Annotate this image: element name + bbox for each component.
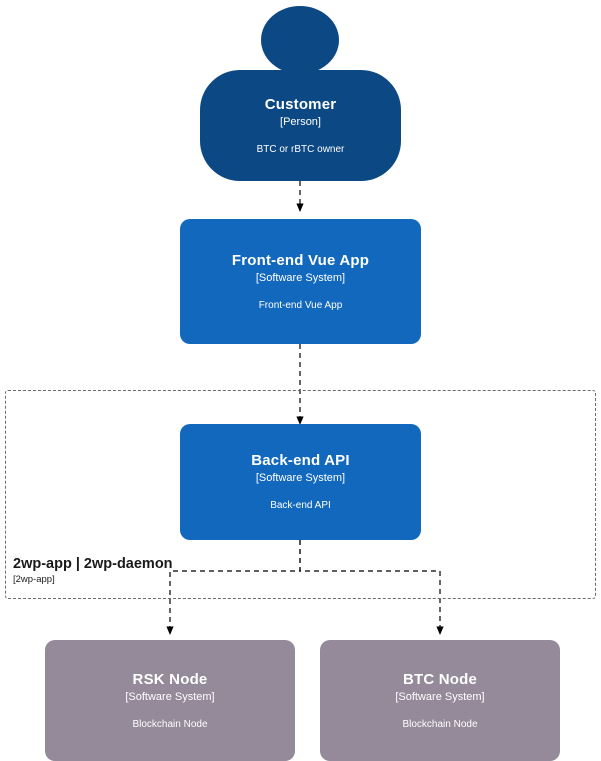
boundary-subtitle: [2wp-app] (13, 574, 55, 585)
node-rsk-node[interactable]: RSK Node [Software System] Blockchain No… (45, 640, 295, 761)
node-rsk-subtitle: [Software System] (125, 690, 215, 703)
node-customer[interactable]: Customer [Person] BTC or rBTC owner (200, 70, 401, 181)
node-btc-subtitle: [Software System] (395, 690, 485, 703)
node-customer-subtitle: [Person] (280, 115, 321, 128)
node-frontend-subtitle: [Software System] (255, 271, 346, 284)
customer-head-icon (261, 6, 339, 74)
node-rsk-title: RSK Node (132, 670, 208, 688)
node-frontend-description: Front-end Vue App (258, 299, 343, 311)
node-btc-node[interactable]: BTC Node [Software System] Blockchain No… (320, 640, 560, 761)
node-frontend-title: Front-end Vue App (231, 251, 370, 269)
edge-backend-to-btc (299, 540, 444, 635)
node-backend-api[interactable]: Back-end API [Software System] Back-end … (180, 424, 421, 540)
node-btc-title: BTC Node (402, 670, 478, 688)
node-backend-title: Back-end API (251, 452, 350, 469)
node-customer-title: Customer (264, 95, 337, 113)
node-backend-subtitle: [Software System] (255, 472, 346, 484)
node-backend-description: Back-end API (270, 500, 331, 511)
boundary-label: 2wp-app | 2wp-daemon [2wp-app] (13, 556, 343, 586)
edge-backend-to-rsk (166, 540, 301, 635)
boundary-title: 2wp-app | 2wp-daemon (13, 556, 173, 572)
node-btc-description: Blockchain Node (402, 718, 478, 730)
boundary-2wp-app (5, 390, 596, 599)
node-customer-description: BTC or rBTC owner (256, 143, 345, 155)
node-rsk-description: Blockchain Node (132, 718, 208, 730)
node-frontend-vue-app[interactable]: Front-end Vue App [Software System] Fron… (180, 219, 421, 344)
